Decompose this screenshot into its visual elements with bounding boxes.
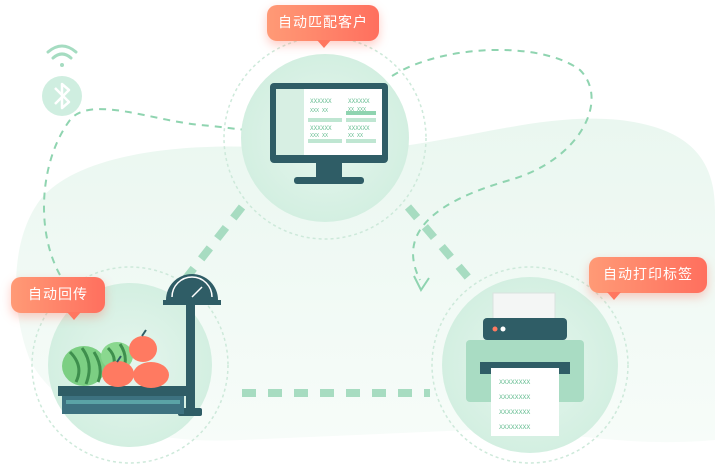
- label-auto-print: 自动打印标签: [589, 257, 707, 300]
- screen-cell-a-title: XXXXXX: [310, 98, 332, 105]
- printer-icon: [466, 292, 584, 436]
- receipt-line-3: XXXXXXXX: [499, 408, 530, 416]
- label-auto-upload: 自动回传: [11, 277, 105, 320]
- receipt-line-1: XXXXXXXX: [499, 378, 530, 386]
- wifi-icon: [46, 44, 78, 67]
- monitor-node: XXXXXX XXX XX XXXXXX XX XXX XXXXXX XXX X…: [223, 36, 427, 240]
- dashed-curve-monitor-to-printer: [391, 48, 593, 281]
- screen-cell-c-title: XXXXXX: [310, 125, 332, 132]
- receipt-line-4: XXXXXXXX: [499, 423, 530, 431]
- arrow-head: [413, 275, 430, 292]
- apple-icons: [102, 329, 169, 388]
- printer-node: XXXXXXXX XXXXXXXX XXXXXXXX XXXXXXXX: [431, 266, 629, 464]
- scale-node: [31, 266, 229, 464]
- scale-icon: [58, 274, 221, 416]
- thick-dashed-links: [179, 204, 476, 397]
- label-match-customer: 自动匹配客户: [267, 5, 379, 48]
- monitor-icon: [270, 83, 388, 184]
- receipt-line-2: XXXXXXXX: [499, 393, 530, 401]
- watermelon-icon: [62, 342, 133, 386]
- screen-cell-b-row: XX XXX: [348, 107, 366, 113]
- bluetooth-icon: [42, 76, 82, 116]
- screen-cell-a-row: XXX XX: [310, 108, 328, 114]
- connection-lines: [42, 48, 593, 281]
- dashed-curve-scale-to-monitor: [42, 108, 251, 276]
- screen-cell-d-title: XXXXXX: [348, 125, 370, 132]
- screen-cell-c-row: XXX XX: [310, 133, 328, 139]
- screen-cell-d-row: XX XX: [348, 133, 363, 139]
- screen-cell-b-title: XXXXXX: [348, 98, 370, 105]
